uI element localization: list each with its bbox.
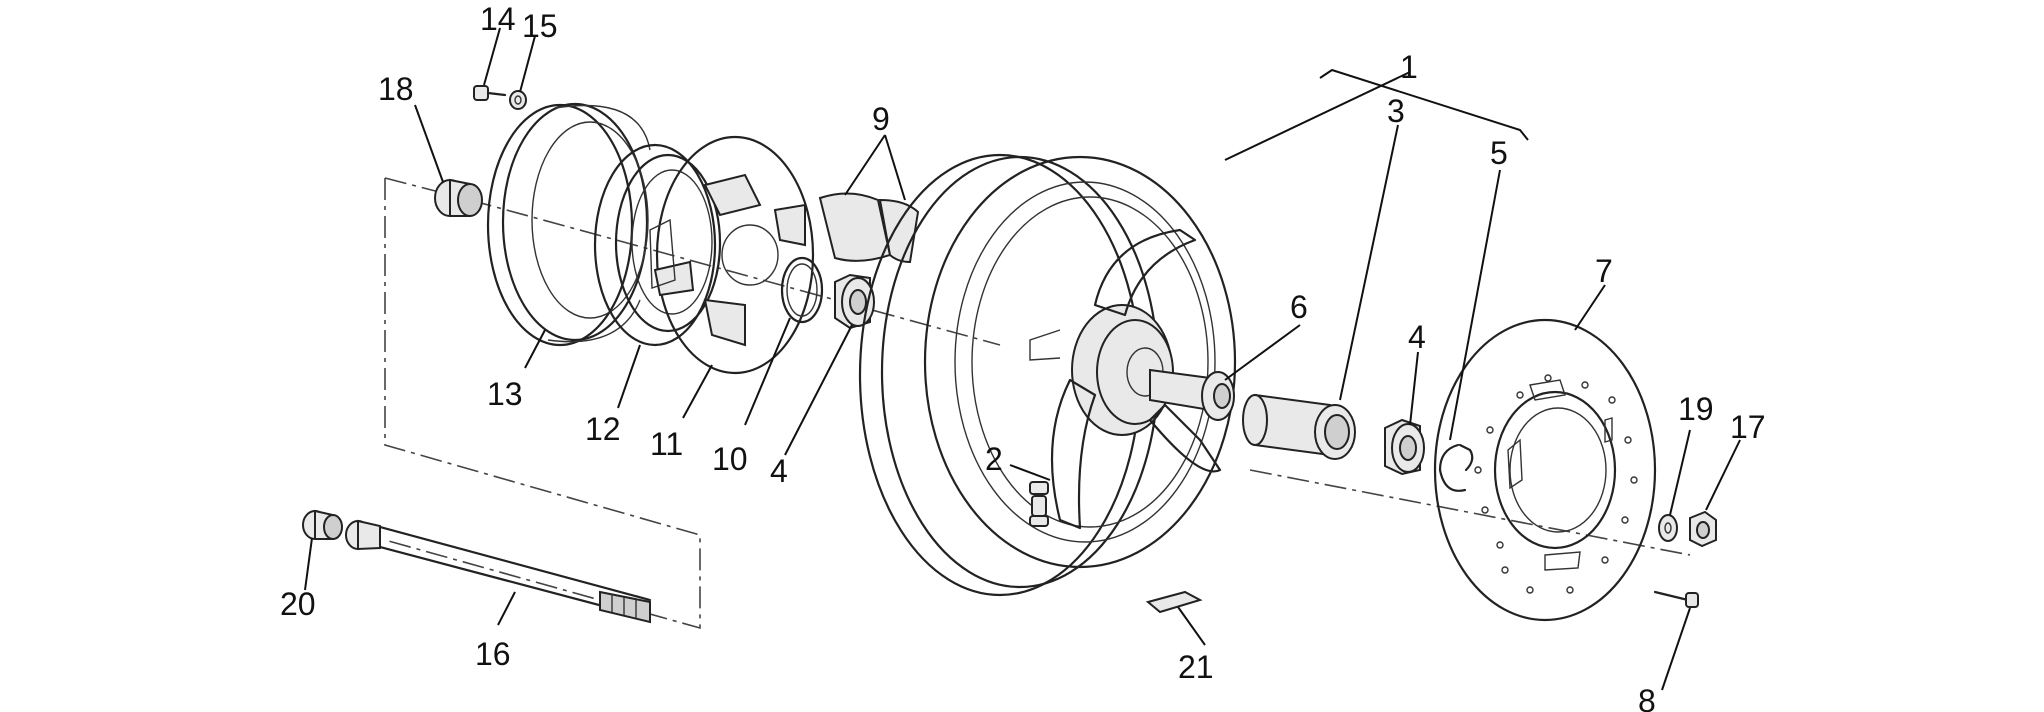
callout-12: 12 xyxy=(585,411,621,447)
callout-13: 13 xyxy=(487,376,523,412)
brake-disc-7 xyxy=(1433,318,1657,622)
spacer-18 xyxy=(434,178,483,217)
callout-14: 14 xyxy=(480,1,516,37)
callout-5: 5 xyxy=(1490,135,1508,171)
assembly-bracket-1 xyxy=(1319,68,1529,141)
callout-2: 2 xyxy=(985,441,1003,477)
washer-19 xyxy=(1658,514,1678,542)
leader-lines xyxy=(304,27,1741,691)
callout-9: 9 xyxy=(872,101,890,137)
o-ring-10 xyxy=(780,256,824,324)
bearing-4-right xyxy=(1384,418,1425,476)
callout-4-left: 4 xyxy=(770,453,788,489)
callout-3: 3 xyxy=(1387,93,1405,129)
callout-4-right: 4 xyxy=(1408,319,1426,355)
balance-weight-21 xyxy=(1145,590,1203,614)
bearing-4-left xyxy=(834,273,875,330)
brake-shoes-9 xyxy=(818,192,920,264)
callout-18: 18 xyxy=(378,71,414,107)
wheel-1 xyxy=(858,153,1237,597)
callout-15: 15 xyxy=(522,8,558,44)
callout-11: 11 xyxy=(650,426,683,462)
callout-numbers: 1 2 3 4 4 5 6 7 8 9 10 11 12 13 14 15 16… xyxy=(280,1,1766,712)
valve-2 xyxy=(1029,481,1049,527)
seal-ring-12 xyxy=(593,143,722,347)
callout-6: 6 xyxy=(1290,289,1308,325)
brake-cover-13 xyxy=(486,102,651,347)
callout-17: 17 xyxy=(1730,409,1766,445)
nut-20 xyxy=(302,509,343,540)
sleeve-3 xyxy=(1242,393,1356,460)
disc-holes-7 xyxy=(1474,374,1638,594)
bolt-8 xyxy=(1653,590,1699,608)
callout-10: 10 xyxy=(712,441,748,477)
callout-20: 20 xyxy=(280,586,316,622)
washer-15 xyxy=(509,90,527,110)
brake-plate-11 xyxy=(649,135,815,375)
nut-17 xyxy=(1689,510,1717,548)
axle-16 xyxy=(345,519,652,624)
spacer-6 xyxy=(1149,368,1235,421)
axis-centerlines xyxy=(384,177,1691,630)
callout-21: 21 xyxy=(1178,649,1214,685)
screw-14 xyxy=(473,85,507,101)
callout-16: 16 xyxy=(475,636,511,672)
callout-8: 8 xyxy=(1638,683,1656,712)
callout-7: 7 xyxy=(1595,253,1613,289)
callout-19: 19 xyxy=(1678,391,1714,427)
callout-1: 1 xyxy=(1400,49,1418,85)
circlip-5 xyxy=(1438,443,1474,492)
